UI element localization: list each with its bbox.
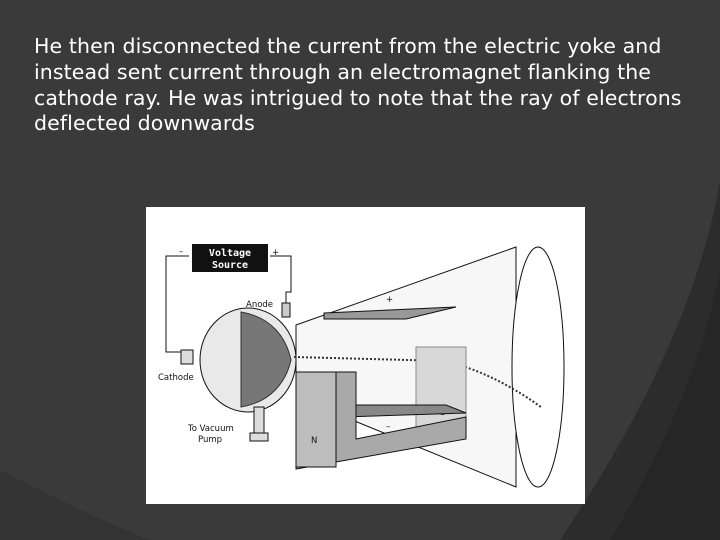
minus-sign: – (179, 247, 183, 257)
voltage-label-line2: Source (212, 260, 248, 271)
lower-plate-sign: – (386, 422, 390, 432)
magnet-n-yoke (295, 371, 467, 470)
circuit-wires (165, 255, 292, 353)
cathode-label: Cathode (158, 373, 194, 383)
plus-sign: + (272, 248, 279, 258)
anode-terminal (281, 302, 291, 318)
anode-label: Anode (246, 300, 273, 310)
slide-body-text: He then disconnected the current from th… (34, 34, 682, 136)
upper-plate-sign: + (386, 295, 393, 305)
upper-plate (323, 306, 457, 320)
electron-beam (293, 356, 542, 408)
voltage-source: Voltage Source (192, 244, 268, 272)
magnet-n-label: N (311, 436, 317, 446)
voltage-label-line1: Voltage (209, 248, 251, 259)
cathode-ray-tube-diagram: Voltage Source – + Anode Cathode To Vacu… (146, 207, 585, 504)
vacuum-label-line1: To Vacuum (187, 424, 234, 434)
vacuum-label-line2: Pump (198, 435, 222, 445)
vacuum-stem (249, 406, 269, 442)
